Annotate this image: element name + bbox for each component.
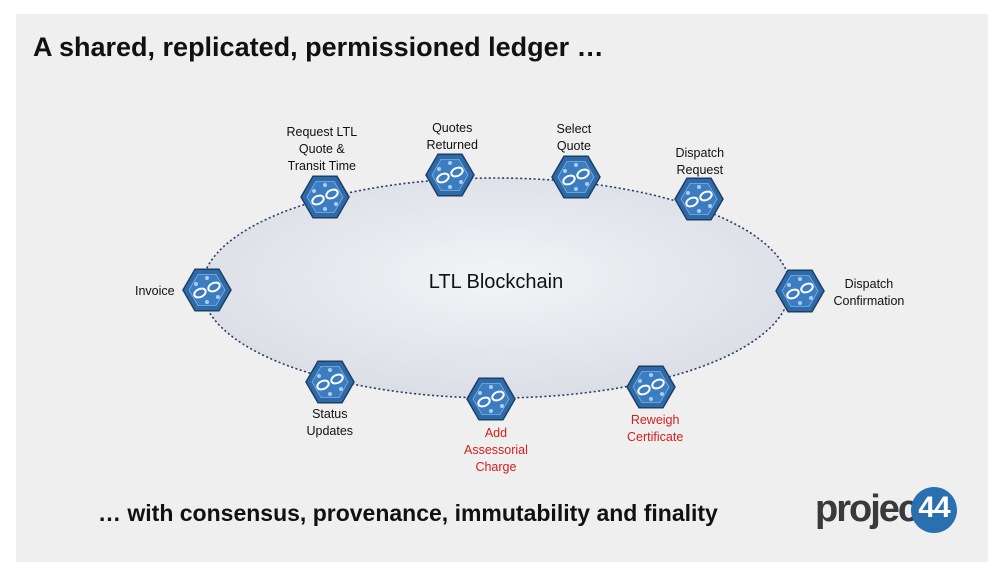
node-label-line: Invoice xyxy=(135,284,175,298)
project44-logo: project 44 xyxy=(815,486,965,536)
logo-number: 44 xyxy=(918,491,950,524)
blockchain-hex-icon xyxy=(674,177,724,221)
node-label-line: Quotes xyxy=(432,121,473,135)
blockchain-hex-icon xyxy=(775,269,825,313)
blockchain-hex-icon xyxy=(466,377,516,421)
blockchain-hex-icon xyxy=(425,153,475,197)
logo-badge-icon xyxy=(911,487,957,533)
blockchain-hex-icon xyxy=(182,268,232,312)
blockchain-hex-icon xyxy=(626,365,676,409)
node-label-request-ltl-quote: Request LTL Quote & Transit Time xyxy=(287,124,358,175)
blockchain-hex-icon xyxy=(305,360,355,404)
node-label-line: Certificate xyxy=(627,430,684,444)
node-label-line: Confirmation xyxy=(833,294,905,308)
node-label-invoice: Invoice xyxy=(135,283,175,300)
node-label-line: Dispatch xyxy=(675,146,725,160)
node-label-line: Reweigh xyxy=(630,413,680,427)
node-label-line: Returned xyxy=(426,138,478,152)
logo-wordmark: project xyxy=(815,488,930,530)
blockchain-hex-icon xyxy=(551,155,601,199)
node-label-line: Assessorial xyxy=(464,443,528,457)
node-label-line: Request xyxy=(676,163,724,177)
node-label-line: Updates xyxy=(306,424,354,438)
node-label-line: Add xyxy=(484,426,508,440)
slide-footer: … with consensus, provenance, immutabili… xyxy=(98,500,718,526)
slide-title: A shared, replicated, permissioned ledge… xyxy=(33,32,604,62)
blockchain-hex-icon xyxy=(300,175,350,219)
node-label-line: Status xyxy=(312,407,348,421)
node-label-line: Quote & xyxy=(298,142,345,156)
node-label-line: Charge xyxy=(475,460,517,474)
node-label-line: Dispatch xyxy=(844,277,894,291)
node-label-line: Quote xyxy=(556,139,591,153)
node-label-line: Select xyxy=(556,122,592,136)
node-label-line: Transit Time xyxy=(287,159,356,173)
ledger-center-label: LTL Blockchain xyxy=(428,271,564,293)
node-label-line: Request LTL xyxy=(286,125,358,139)
